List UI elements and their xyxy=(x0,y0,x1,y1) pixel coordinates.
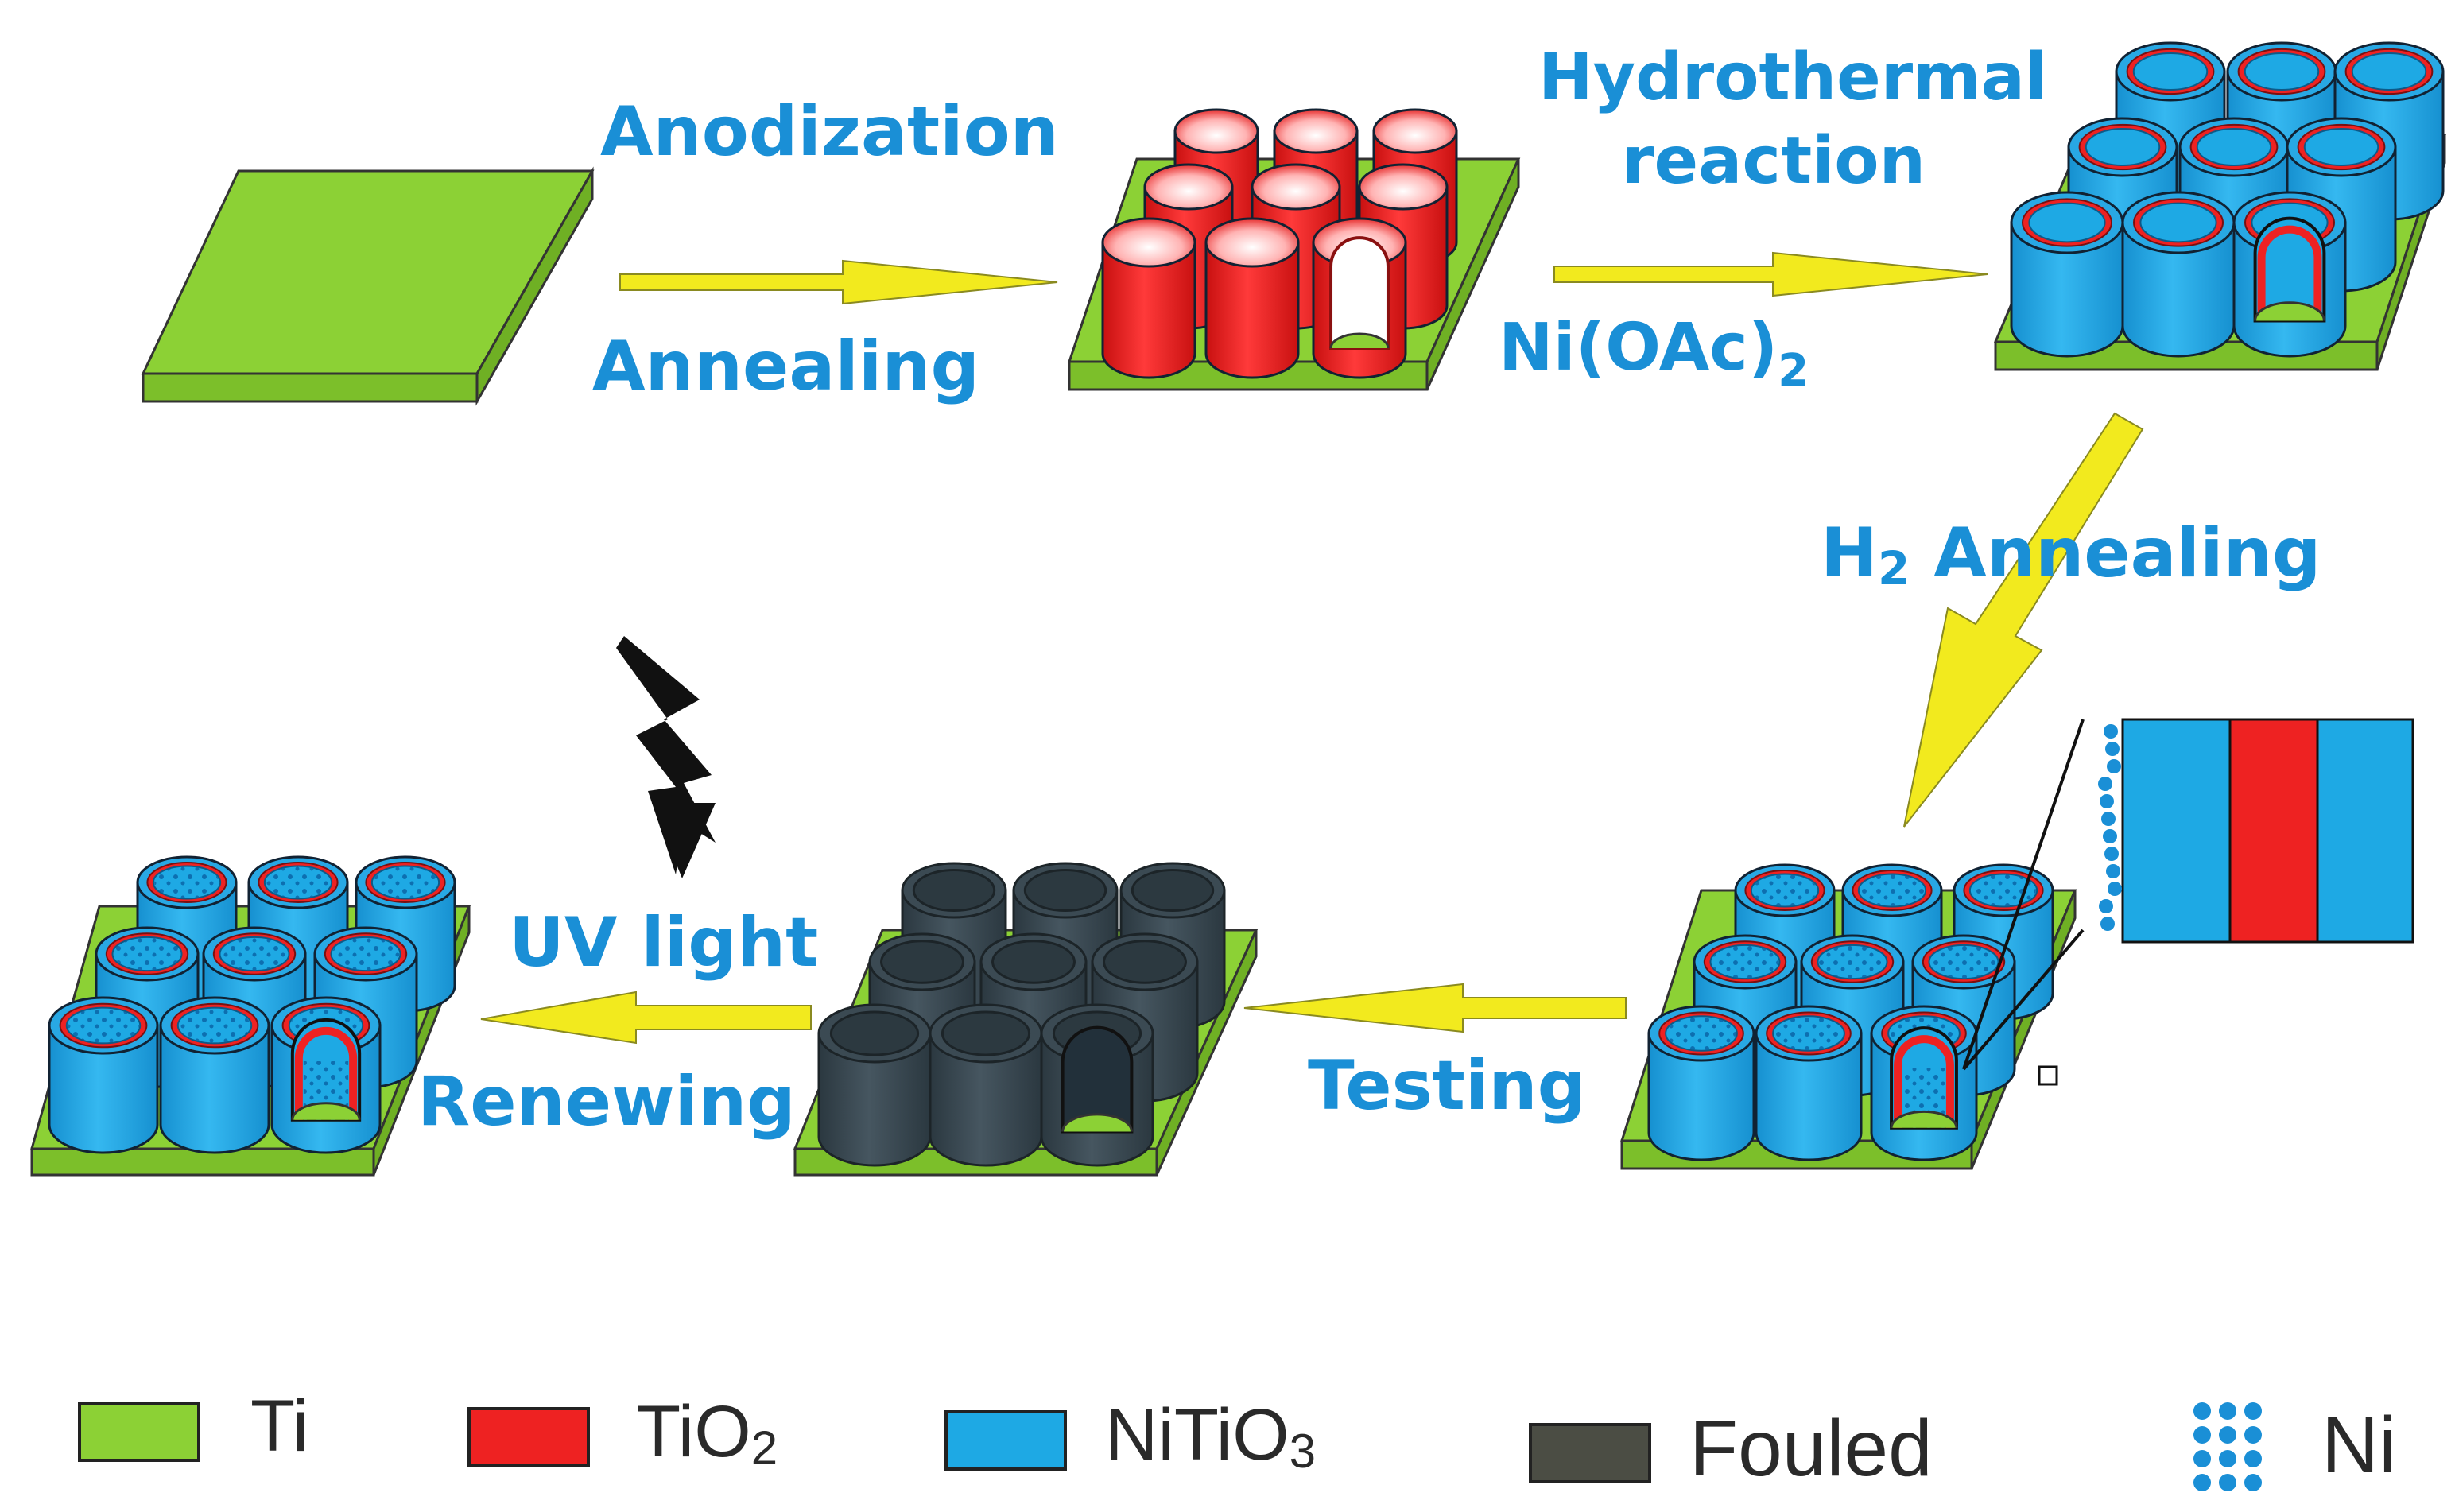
legend-swatch-nitio3 xyxy=(944,1410,1067,1471)
nanotube xyxy=(1870,1005,1978,1161)
wall-cross-section-inset xyxy=(1962,718,2414,1086)
ti-substrate-plate xyxy=(141,166,595,406)
legend-label-ni: Ni xyxy=(2321,1401,2396,1490)
testing-label: Testing xyxy=(1308,1046,1586,1126)
anodization-label: Anodization xyxy=(600,92,1059,172)
nanotube xyxy=(2232,191,2347,358)
legend-swatch-ni xyxy=(2193,1402,2262,1491)
legend-swatch-tio2 xyxy=(467,1407,590,1467)
fouled-nanotube-array xyxy=(793,862,1259,1177)
legend-item-nitio3: NiTiO3 xyxy=(944,1394,1316,1478)
nanotube xyxy=(929,1003,1043,1167)
annealing-label: Annealing xyxy=(592,327,979,406)
legend-item-ti: Ti xyxy=(78,1386,308,1467)
uv-light-label: UV light xyxy=(509,903,818,983)
arrow-anodization xyxy=(619,259,1058,305)
nanotube xyxy=(817,1003,932,1167)
nanotube xyxy=(48,996,159,1154)
legend-item-ni: Ni xyxy=(2193,1401,2396,1491)
legend-item-fouled: Fouled xyxy=(1529,1404,1933,1493)
legend-swatch-fouled xyxy=(1529,1423,1651,1483)
nanotube xyxy=(1312,217,1407,379)
arrow-renewing xyxy=(480,991,812,1045)
nanotube xyxy=(1204,217,1300,379)
legend-label-ti: Ti xyxy=(250,1386,308,1467)
renewing-label: Renewing xyxy=(417,1062,796,1142)
legend-label-tio2: TiO2 xyxy=(636,1391,778,1475)
h2-annealing-label: H2 Annealing xyxy=(1821,514,2321,595)
nanotube xyxy=(1040,1003,1154,1167)
precursor-label: Ni(OAc)2 xyxy=(1499,310,1809,397)
uv-lightning-icon xyxy=(616,636,716,878)
legend-item-tio2: TiO2 xyxy=(467,1391,778,1475)
ni-particles xyxy=(2098,724,2122,931)
nanotube xyxy=(1101,217,1196,379)
arrow-testing xyxy=(1243,983,1627,1033)
ni-decorated-nanotube-array xyxy=(1619,863,2077,1170)
arrow-hydrothermal xyxy=(1553,251,1988,297)
legend-swatch-ti xyxy=(78,1402,200,1462)
zoom-marker xyxy=(2038,1065,2058,1086)
reaction-label: reaction xyxy=(1622,123,1926,199)
nanotube xyxy=(270,996,382,1154)
arrow-h2-annealing xyxy=(1903,412,2144,828)
renewed-nanotube-array xyxy=(30,855,471,1177)
nanotube xyxy=(1755,1005,1863,1161)
legend-label-fouled: Fouled xyxy=(1689,1404,1933,1493)
tio2-nanotube-array xyxy=(1067,108,1521,391)
nanotube xyxy=(2010,191,2124,358)
nanotube xyxy=(159,996,270,1154)
legend: Ti TiO2 NiTiO3 Fouled Ni xyxy=(78,1386,2396,1493)
nanotube xyxy=(1647,1005,1755,1161)
hydrothermal-label: Hydrothermal xyxy=(1538,40,2047,115)
nitio3-nanotube-array xyxy=(1993,41,2447,371)
nanotube xyxy=(2121,191,2236,358)
legend-label-nitio3: NiTiO3 xyxy=(1105,1394,1316,1478)
